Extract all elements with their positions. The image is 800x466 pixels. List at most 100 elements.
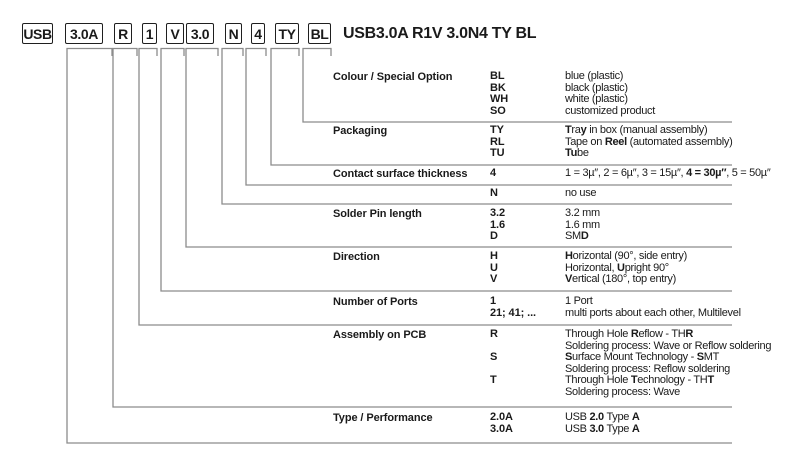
option-code: BL <box>490 70 505 82</box>
section-label: Direction <box>333 251 380 263</box>
option-code: 1 <box>490 295 497 307</box>
option-description: Surface Mount Technology - SMT <box>565 351 720 363</box>
section-rows: H Horizontal (90°, side entry) U Horizon… <box>333 250 800 286</box>
section-label: Solder Pin length <box>333 208 422 220</box>
option-description: 1.6 mm <box>565 218 600 231</box>
decoder-row: 21; 41; ... multi ports about each other… <box>333 306 800 320</box>
option-description: Horizontal (90°, side entry) <box>565 250 687 262</box>
option-code: 3.2 <box>490 207 505 219</box>
option-code: H <box>490 250 498 262</box>
section-label: Packaging <box>333 125 388 137</box>
option-description: Through Hole Technology - THT <box>565 374 714 386</box>
decoder-row: 4 1 = 3µ″, 2 = 6µ″, 3 = 15µ″, 4 = 30µ″, … <box>333 167 800 180</box>
decoder-row: 3.0A USB 3.0 Type A <box>333 422 800 436</box>
section-rows: TY Tray in box (manual assembly) RL Tape… <box>333 124 800 160</box>
option-description: SMD <box>565 230 589 242</box>
decoder-row: U Horizontal, Upright 90° <box>333 261 800 275</box>
decoder-row: BK black (plastic) <box>333 81 800 95</box>
option-code: TU <box>490 147 505 159</box>
code-box-1: 1 <box>142 23 157 44</box>
section-colour-special-option: Colour / Special Option BL blue (plastic… <box>333 70 800 118</box>
option-description: blue (plastic) <box>565 70 624 82</box>
code-box-v: V <box>166 23 184 44</box>
code-box-bl: BL <box>308 23 331 44</box>
option-code: N <box>490 187 498 199</box>
option-description: Soldering process: Wave <box>565 385 680 398</box>
part-number-title: USB3.0A R1V 3.0N4 TY BL <box>343 25 537 42</box>
decoder-row: D SMD <box>333 230 800 243</box>
option-description: 1 Port <box>565 295 593 307</box>
option-code: 21; 41; ... <box>490 306 536 319</box>
section-rows: 1 1 Port 21; 41; ... multi ports about e… <box>333 295 800 320</box>
code-box-r: R <box>114 23 132 44</box>
section-label: Contact surface thickness <box>333 168 468 180</box>
code-box-4: 4 <box>251 23 265 44</box>
decoder-row: WH white (plastic) <box>333 93 800 106</box>
option-description: Soldering process: Reflow soldering <box>565 362 730 375</box>
section-rows: BL blue (plastic) BK black (plastic) WH … <box>333 70 800 118</box>
option-description: Tray in box (manual assembly) <box>565 124 708 136</box>
section-rows: N no use <box>333 187 800 200</box>
option-description: no use <box>565 187 597 199</box>
section-solder-pin-length: Solder Pin length 3.2 3.2 mm 1.6 1.6 mm … <box>333 207 800 243</box>
decoder-row: 2.0A USB 2.0 Type A <box>333 411 800 424</box>
option-description: Through Hole Reflow - THR <box>565 328 694 340</box>
option-description: 1 = 3µ″, 2 = 6µ″, 3 = 15µ″, 4 = 30µ″, 5 … <box>565 167 771 179</box>
decoder-row: Soldering process: Reflow soldering <box>333 362 800 376</box>
code-box-n: N <box>225 23 242 44</box>
option-code: V <box>490 273 498 285</box>
option-code: BK <box>490 81 506 94</box>
option-description: customized product <box>565 104 655 117</box>
section-label: Number of Ports <box>333 296 418 308</box>
option-code: 3.0A <box>490 422 513 435</box>
option-code: SO <box>490 104 506 117</box>
decoder-row: T Through Hole Technology - THT <box>333 374 800 387</box>
option-code: 2.0A <box>490 411 513 423</box>
section-number-of-ports: Number of Ports 1 1 Port 21; 41; ... mul… <box>333 295 800 320</box>
code-box-usb: USB <box>22 23 53 44</box>
option-description: Soldering process: Wave or Reflow solder… <box>565 339 772 352</box>
option-code: 1.6 <box>490 218 505 231</box>
option-code: T <box>490 374 497 386</box>
option-description: Horizontal, Upright 90° <box>565 261 669 274</box>
option-code: 4 <box>490 167 497 179</box>
option-description: multi ports about each other, Multilevel <box>565 306 741 319</box>
decoder-row: RL Tape on Reel (automated assembly) <box>333 135 800 149</box>
section-rows: 4 1 = 3µ″, 2 = 6µ″, 3 = 15µ″, 4 = 30µ″, … <box>333 167 800 180</box>
option-description: Tape on Reel (automated assembly) <box>565 135 733 148</box>
section-label: Type / Performance <box>333 412 433 424</box>
decoder-row: 3.2 3.2 mm <box>333 207 800 220</box>
option-code: U <box>490 261 498 274</box>
decoder-row: 1 1 Port <box>333 295 800 308</box>
option-description: USB 3.0 Type A <box>565 422 640 435</box>
decoder-row: S Surface Mount Technology - SMT <box>333 351 800 364</box>
decoder-row: H Horizontal (90°, side entry) <box>333 250 800 263</box>
section-label: Assembly on PCB <box>333 329 427 341</box>
decoder-row: TY Tray in box (manual assembly) <box>333 124 800 137</box>
option-description: black (plastic) <box>565 81 628 94</box>
section-label: Colour / Special Option <box>333 71 453 83</box>
section-rows: R Through Hole Reflow - THR Soldering pr… <box>333 328 800 398</box>
decoder-section: N no use <box>333 187 800 200</box>
option-description: USB 2.0 Type A <box>565 411 640 423</box>
decoder-row: 1.6 1.6 mm <box>333 218 800 232</box>
option-description: 3.2 mm <box>565 207 600 219</box>
section-direction: Direction H Horizontal (90°, side entry)… <box>333 250 800 286</box>
option-code: S <box>490 351 498 363</box>
code-box-3-0a: 3.0A <box>65 23 103 44</box>
section-packaging: Packaging TY Tray in box (manual assembl… <box>333 124 800 160</box>
decoder-row: Soldering process: Wave or Reflow solder… <box>333 339 800 353</box>
option-code: R <box>490 328 498 340</box>
option-description: Vertical (180°, top entry) <box>565 273 676 285</box>
decoder-row: SO customized product <box>333 104 800 118</box>
decoder-row: V Vertical (180°, top entry) <box>333 273 800 286</box>
decoder-row: R Through Hole Reflow - THR <box>333 328 800 341</box>
code-box-ty: TY <box>275 23 299 44</box>
decoder-row: N no use <box>333 187 800 200</box>
section-rows: 3.2 3.2 mm 1.6 1.6 mm D SMD <box>333 207 800 243</box>
option-code: D <box>490 230 498 242</box>
decoder-row: TU Tube <box>333 147 800 160</box>
code-box-3-0: 3.0 <box>186 23 214 44</box>
option-description: white (plastic) <box>565 93 628 105</box>
